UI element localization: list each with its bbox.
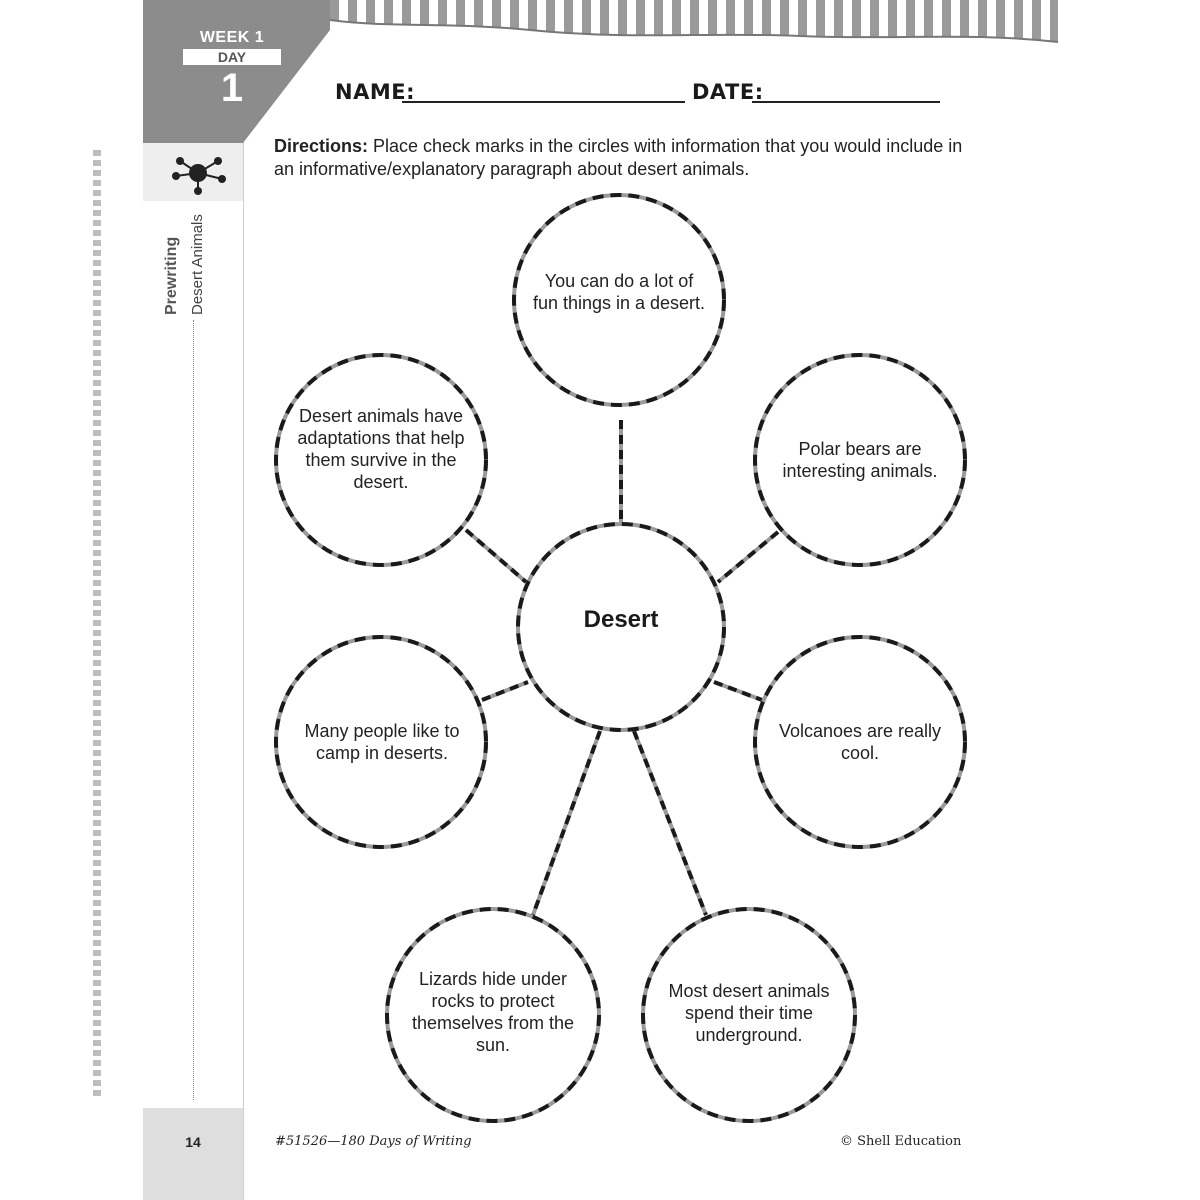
bubble-text-bottom-right: Most desert animals spend their time und…	[668, 981, 830, 1045]
stripe	[384, 0, 393, 42]
stripe	[636, 0, 645, 42]
bubble-upper-right-dashes	[753, 353, 967, 567]
stripe	[564, 0, 573, 42]
stripe	[870, 0, 879, 42]
name-label: NAME:	[335, 80, 415, 104]
connector-upper-left-dash	[464, 528, 528, 584]
stripe	[1032, 0, 1041, 42]
stripe	[834, 0, 843, 42]
bubble-bottom-left-dashes	[385, 907, 601, 1123]
stripe	[852, 0, 861, 42]
footer-book-title: #51526—180 Days of Writing	[275, 1134, 472, 1149]
stripe	[348, 0, 357, 42]
page-number: 14	[185, 1134, 201, 1150]
bubble-text-lower-right: Volcanoes are really cool.	[778, 721, 942, 763]
stripe	[780, 0, 789, 42]
sidebar-band	[143, 0, 244, 1200]
stripe	[600, 0, 609, 42]
center-bubble-label: Desert	[583, 606, 659, 633]
stripe	[1014, 0, 1023, 42]
stripe	[816, 0, 825, 42]
stripe	[402, 0, 411, 42]
stripe	[456, 0, 465, 42]
date-label: DATE:	[692, 80, 764, 104]
stripe	[366, 0, 375, 42]
week-label: WEEK 1	[199, 29, 265, 46]
bubble-lower-left-dashes	[274, 635, 488, 849]
directions: Directions: Place check marks in the cir…	[274, 135, 964, 181]
day-number: 1	[220, 66, 244, 110]
stripe	[654, 0, 663, 42]
directions-label: Directions:	[274, 136, 369, 156]
stripe	[438, 0, 447, 42]
stripe	[474, 0, 483, 42]
stripe	[546, 0, 555, 42]
bubble-text-upper-right: Polar bears are interesting animals.	[782, 439, 938, 481]
directions-text: Place check marks in the circles with in…	[274, 136, 963, 179]
stripe	[708, 0, 717, 42]
stripe	[582, 0, 591, 42]
bubble-lower-right-dashes	[753, 635, 967, 849]
stripe	[960, 0, 969, 42]
bubble-bottom-right-dashes	[641, 907, 857, 1123]
stripe	[492, 0, 501, 42]
stripe	[744, 0, 753, 42]
date-field[interactable]	[752, 101, 940, 103]
stripe	[888, 0, 897, 42]
web-organizer-icon	[172, 157, 226, 195]
bubble-text-upper-left: Desert animals have adaptations that hel…	[297, 406, 465, 492]
day-label: DAY	[183, 49, 281, 65]
stripe	[618, 0, 627, 42]
sidebar-dotted-edge	[93, 150, 101, 1100]
stripe	[762, 0, 771, 42]
stripe	[942, 0, 951, 42]
footer-publisher: © Shell Education	[840, 1134, 962, 1149]
stripe	[906, 0, 915, 42]
week-day-tab	[143, 0, 330, 143]
stripe	[528, 0, 537, 42]
decorative-stripes	[330, 0, 1058, 43]
stripe	[978, 0, 987, 42]
center-bubble-dashes	[516, 522, 726, 732]
bubble-top-dashes	[512, 193, 726, 407]
stripe	[798, 0, 807, 42]
footer-page-tab	[143, 1108, 243, 1200]
name-field[interactable]	[402, 101, 685, 103]
connector-lower-left-dash	[481, 680, 529, 702]
stripe	[1050, 0, 1058, 42]
stripe	[420, 0, 429, 42]
connector-lower-right-dash	[713, 680, 763, 702]
stripe	[672, 0, 681, 42]
connector-upper-right-dash	[716, 530, 780, 584]
sidebar-dotted-rule	[193, 320, 194, 1100]
bubble-upper-left-dashes	[274, 353, 488, 567]
stripe	[690, 0, 699, 42]
stripe	[996, 0, 1005, 42]
stripe	[924, 0, 933, 42]
connector-bottom-right-dash	[632, 730, 708, 916]
stripe	[510, 0, 519, 42]
icon-box	[143, 143, 243, 201]
stripe	[726, 0, 735, 42]
bubble-text-bottom-left: Lizards hide under rocks to protect them…	[411, 969, 575, 1055]
connector-bottom-left-dash	[531, 730, 602, 916]
bubble-text-lower-left: Many people like to camp in deserts.	[304, 721, 460, 763]
bubble-text-top: You can do a lot of fun things in a dese…	[532, 271, 706, 313]
